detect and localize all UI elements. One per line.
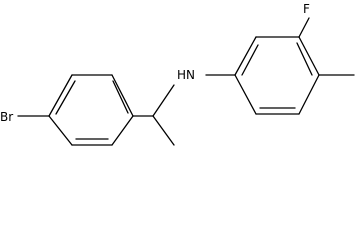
- fluorine-atom-label: F: [303, 2, 310, 16]
- bond-ring1-double-2: [112, 80, 129, 114]
- bromine-atom-label: Br: [0, 110, 13, 124]
- nitrogen-atom-label: HN: [177, 68, 195, 82]
- bond-ring1-double-1: [55, 80, 76, 115]
- bond-ch-nitrogen: [152, 84, 175, 117]
- bond-ring2-c1-c2: [234, 36, 257, 76]
- chemical-structure: Br HN F: [0, 2, 355, 146]
- bond-ch-methyl: [152, 115, 175, 146]
- bond-ring2-c4-c5: [298, 74, 320, 115]
- bond-ring2-c6-c1: [234, 74, 257, 115]
- bond-ring2-c3-c4: [298, 36, 320, 76]
- bond-ring1-c6-c1: [48, 115, 73, 146]
- bond-ring1-c3-c4: [111, 74, 134, 117]
- bond-ring2-double-1: [241, 44, 259, 76]
- bond-ring1-c4-c5: [111, 115, 134, 146]
- bond-ring2-to-fluorine: [298, 17, 310, 38]
- bond-ring1-c1-c2: [48, 74, 73, 117]
- bond-ring2-double-2: [296, 42, 313, 76]
- fluoromethylphenyl-ring: [234, 36, 320, 115]
- bromophenyl-ring: [48, 74, 134, 146]
